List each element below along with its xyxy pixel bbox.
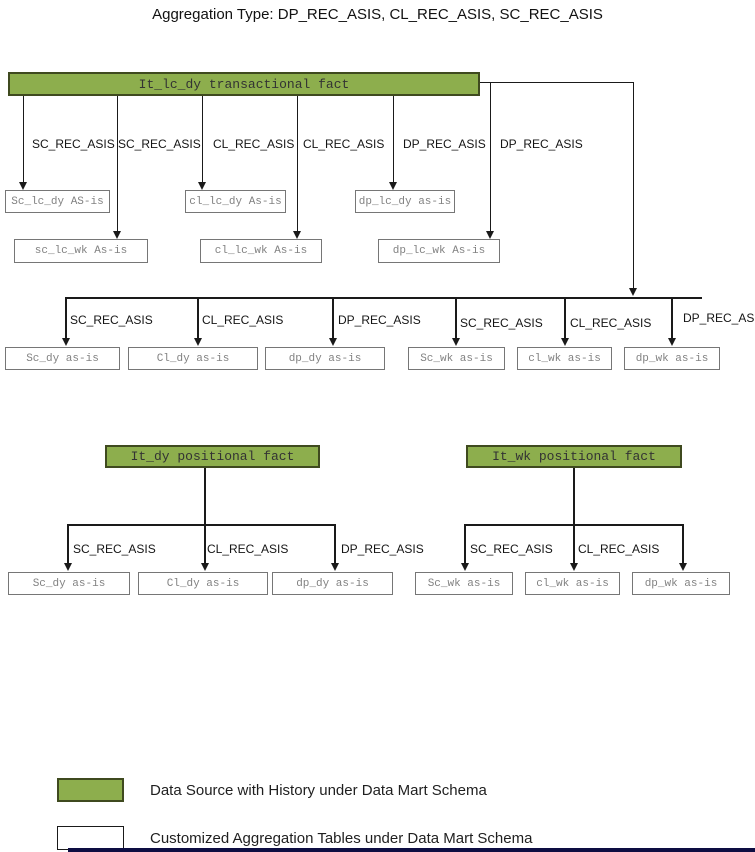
- connector-line: [564, 297, 566, 338]
- connector-arrowhead: [570, 563, 578, 571]
- connector-arrowhead: [331, 563, 339, 571]
- table-box-sc-lc-dy: Sc_lc_dy AS-is: [5, 190, 110, 213]
- connector-line: [464, 524, 466, 563]
- connector-line: [117, 96, 118, 231]
- connector-arrowhead: [561, 338, 569, 346]
- table-box-sc-dy-pos: Sc_dy as-is: [8, 572, 130, 595]
- connector-line: [671, 297, 673, 338]
- table-box-sc-wk: Sc_wk as-is: [408, 347, 505, 370]
- edge-label: CL_REC_ASIS: [207, 542, 289, 556]
- table-box-cl-lc-wk: cl_lc_wk As-is: [200, 239, 322, 263]
- connector-line: [573, 524, 575, 563]
- legend-label-history: Data Source with History under Data Mart…: [150, 782, 487, 799]
- fact-box-it-dy: It_dy positional fact: [105, 445, 320, 468]
- connector-arrowhead: [389, 182, 397, 190]
- bottom-window-edge: [68, 848, 755, 852]
- connector-line: [480, 82, 633, 83]
- connector-line: [334, 524, 336, 563]
- connector-line: [455, 297, 457, 338]
- connector-arrowhead: [679, 563, 687, 571]
- table-box-dp-dy: dp_dy as-is: [265, 347, 385, 370]
- table-box-cl-dy: Cl_dy as-is: [128, 347, 258, 370]
- fact-box-it-wk: It_wk positional fact: [466, 445, 682, 468]
- edge-label: SC_REC_ASIS: [118, 137, 201, 151]
- connector-line: [23, 96, 24, 182]
- connector-line: [65, 297, 67, 338]
- table-box-sc-dy: Sc_dy as-is: [5, 347, 120, 370]
- connector-arrowhead: [198, 182, 206, 190]
- connector-arrowhead: [201, 563, 209, 571]
- edge-label: CL_REC_ASIS: [202, 313, 284, 327]
- table-box-dp-dy-pos: dp_dy as-is: [272, 572, 393, 595]
- edge-label: SC_REC_ASIS: [470, 542, 553, 556]
- connector-line: [204, 524, 206, 563]
- connector-arrowhead: [668, 338, 676, 346]
- table-box-sc-wk-pos: Sc_wk as-is: [415, 572, 513, 595]
- edge-label: CL_REC_ASIS: [570, 316, 652, 330]
- table-box-cl-wk-pos: cl_wk as-is: [525, 572, 620, 595]
- table-box-dp-lc-wk: dp_lc_wk As-is: [378, 239, 500, 263]
- connector-arrowhead: [19, 182, 27, 190]
- table-box-cl-lc-dy: cl_lc_dy As-is: [185, 190, 286, 213]
- connector-arrowhead: [113, 231, 121, 239]
- edge-label: CL_REC_ASIS: [578, 542, 660, 556]
- connector-arrowhead: [293, 231, 301, 239]
- connector-arrowhead: [486, 231, 494, 239]
- edge-label: CL_REC_ASIS: [213, 137, 295, 151]
- connector-arrowhead: [629, 288, 637, 296]
- table-box-dp-wk-pos: dp_wk as-is: [632, 572, 730, 595]
- diagram-title: Aggregation Type: DP_REC_ASIS, CL_REC_AS…: [152, 6, 603, 23]
- table-box-sc-lc-wk: sc_lc_wk As-is: [14, 239, 148, 263]
- edge-label: SC_REC_ASIS: [32, 137, 115, 151]
- legend-swatch-history: [57, 778, 124, 802]
- connector-line: [202, 96, 203, 182]
- connector-arrowhead: [62, 338, 70, 346]
- connector-arrowhead: [452, 338, 460, 346]
- connector-arrowhead: [329, 338, 337, 346]
- edge-label: DP_REC_ASIS: [683, 311, 755, 325]
- connector-arrowhead: [194, 338, 202, 346]
- table-box-cl-dy-pos: Cl_dy as-is: [138, 572, 268, 595]
- connector-line: [682, 524, 684, 563]
- edge-label: SC_REC_ASIS: [73, 542, 156, 556]
- connector-arrowhead: [64, 563, 72, 571]
- connector-line: [393, 96, 394, 182]
- connector-line: [332, 297, 334, 338]
- table-box-dp-wk: dp_wk as-is: [624, 347, 720, 370]
- edge-label: CL_REC_ASIS: [303, 137, 385, 151]
- connector-line: [67, 524, 69, 563]
- edge-label: SC_REC_ASIS: [70, 313, 153, 327]
- edge-label: DP_REC_ASIS: [403, 137, 486, 151]
- connector-line: [573, 468, 575, 525]
- edge-label: DP_REC_ASIS: [338, 313, 421, 327]
- table-box-cl-wk: cl_wk as-is: [517, 347, 612, 370]
- edge-label: DP_REC_ASIS: [500, 137, 583, 151]
- legend-label-custom: Customized Aggregation Tables under Data…: [150, 830, 533, 847]
- connector-line: [633, 82, 634, 288]
- legend-swatch-custom: [57, 826, 124, 850]
- connector-line: [297, 96, 298, 231]
- connector-line: [204, 468, 206, 525]
- edge-label: DP_REC_ASIS: [341, 542, 424, 556]
- fact-box-it-lc-dy: It_lc_dy transactional fact: [8, 72, 480, 96]
- table-box-dp-lc-dy: dp_lc_dy as-is: [355, 190, 455, 213]
- connector-line: [490, 82, 491, 231]
- edge-label: SC_REC_ASIS: [460, 316, 543, 330]
- connector-line: [68, 524, 336, 526]
- connector-line: [197, 297, 199, 338]
- connector-line: [65, 297, 702, 299]
- connector-arrowhead: [461, 563, 469, 571]
